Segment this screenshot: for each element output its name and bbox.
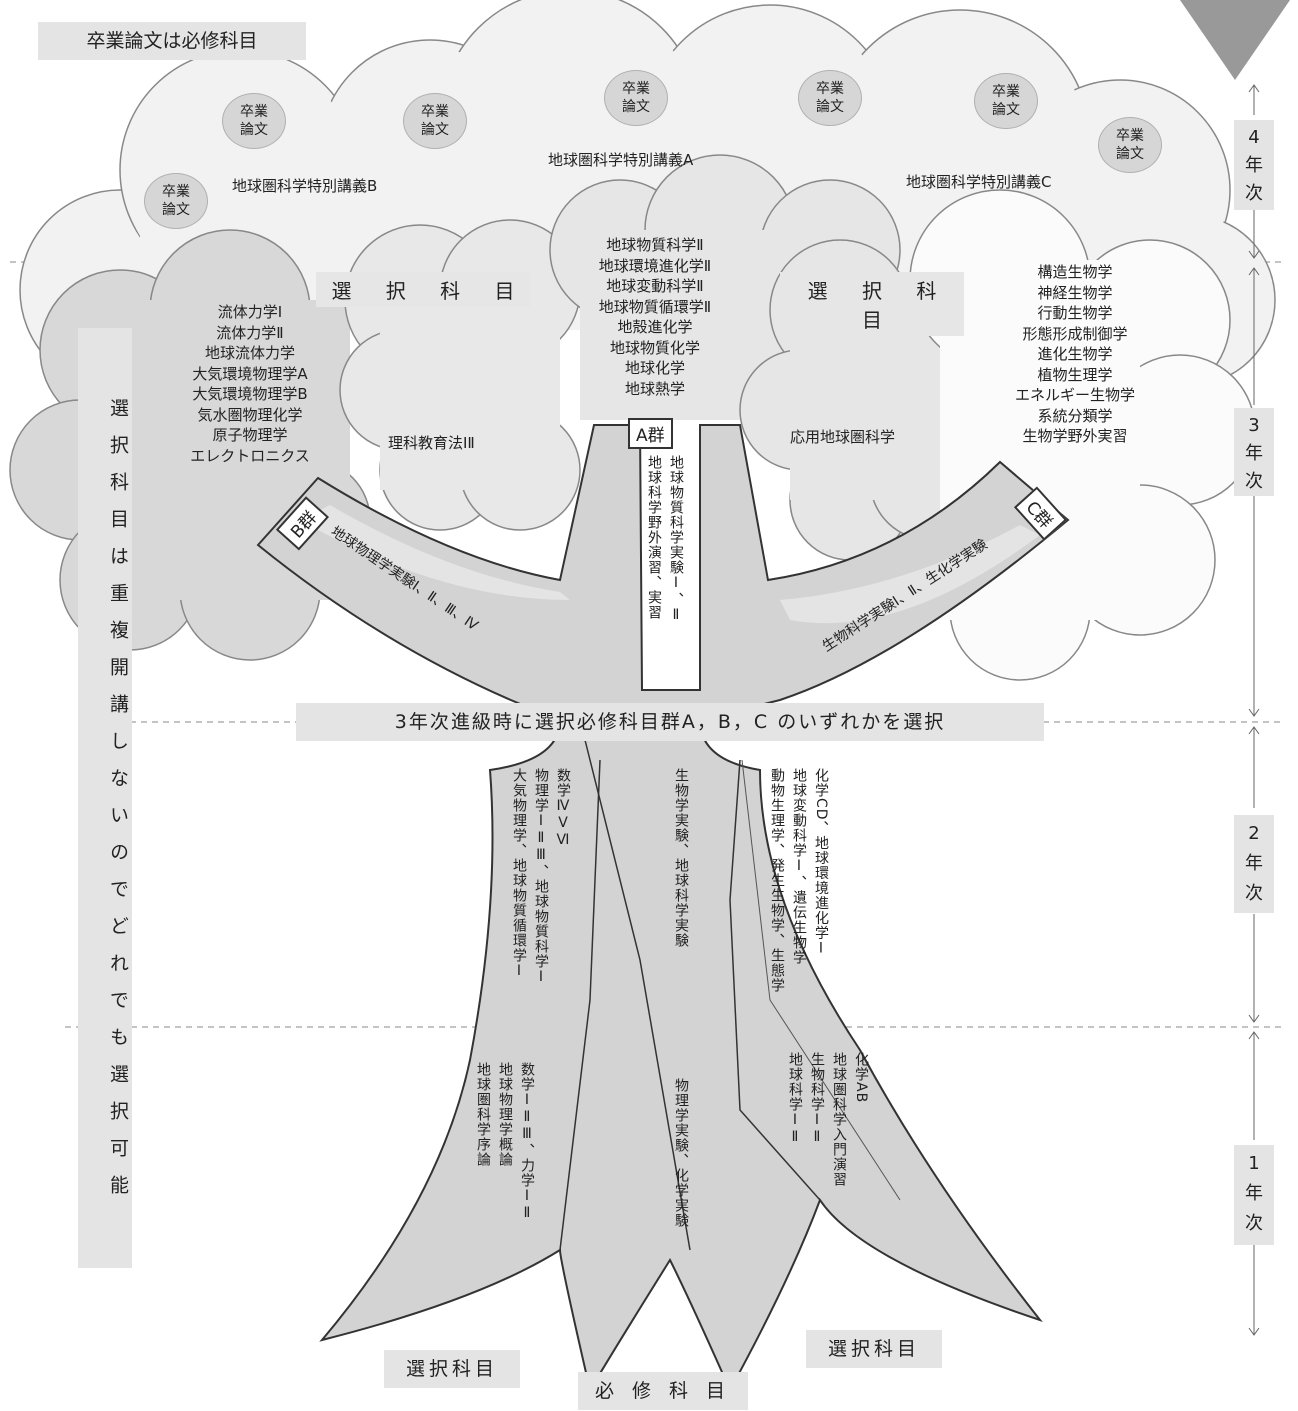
year-arrows [1248, 84, 1260, 1336]
group-b-elective-list: 流体力学Ⅰ 流体力学Ⅱ 地球流体力学 大気環境物理学A 大気環境物理学B 気水圏… [190, 303, 310, 465]
cloud-teaching-fill [380, 300, 560, 490]
triangle-marker [1180, 0, 1290, 80]
bottom-elective-right: 選択科目 [806, 1330, 942, 1368]
year2-elective-left: 数学ⅣⅤⅥ 物理学ⅠⅡⅢ、地球物質科学Ⅰ 大気物理学、地球物質循環学Ⅰ [511, 768, 571, 986]
year1-elective-left: 数学ⅠⅡⅢ、力学ⅠⅡ 地球物理学概論 地球圏科学序論 [475, 1062, 535, 1222]
year2-required: 生物学実験、地球科学実験 [673, 768, 689, 948]
bottom-elective-left: 選択科目 [384, 1350, 520, 1388]
thesis-node: 卒業論文 [144, 173, 208, 229]
bottom-required: 必 修 科 目 [578, 1372, 748, 1410]
thesis-node: 卒業論文 [798, 70, 862, 126]
thesis-node: 卒業論文 [222, 93, 286, 149]
year2-elective-right: 化学CD、地球環境進化学Ⅰ 地球変動科学Ⅰ、遺伝生物学 動物生理学、発生生物学、… [769, 768, 829, 993]
group-c-elective-list: 構造生物学 神経生物学 行動生物学 形態形成制御学 進化生物学 植物生理学 エネ… [1014, 263, 1135, 445]
cloud-applied-fill [790, 310, 940, 500]
branch-lanes [300, 505, 1040, 624]
elective-heading-right: 選 択 科 目 [780, 272, 964, 336]
thesis-node: 卒業論文 [1098, 117, 1162, 173]
teaching-method-course: 理科教育法ⅠⅡ [388, 434, 475, 452]
elective-heading-left: 選 択 科 目 [316, 272, 530, 307]
special-lecture-c: 地球圏科学特別講義C [906, 173, 1052, 191]
group-selection-banner: 3年次進級時に選択必修科目群A，B，C のいずれかを選択 [296, 703, 1044, 741]
year1-elective-right: 化学AB 地球圏科学入門演習 生物科学ⅠⅡ 地球科学ⅠⅡ [787, 1052, 869, 1187]
applied-geosphere-course: 応用地球圏科学 [790, 428, 896, 446]
elective-no-overlap-note: 選択科目は重複開講しないのでどれでも選択可能 [78, 328, 132, 1268]
group-a-branch-courses: 地球物質科学実験Ⅰ、Ⅱ 地球科学野外演習、実習 [646, 455, 684, 624]
group-a-label: A群 [628, 418, 673, 449]
thesis-node: 卒業論文 [974, 73, 1038, 129]
special-lecture-b: 地球圏科学特別講義B [232, 177, 378, 195]
year1-required: 物理学実験、化学実験 [673, 1078, 689, 1228]
group-a-elective-list: 地球物質科学Ⅱ 地球環境進化学Ⅱ 地球変動科学Ⅱ 地球物質循環学Ⅱ 地殻進化学 … [598, 236, 712, 398]
thesis-required-note: 卒業論文は必修科目 [38, 22, 306, 60]
thesis-node: 卒業論文 [604, 70, 668, 126]
special-lecture-a: 地球圏科学特別講義A [548, 151, 694, 169]
thesis-node: 卒業論文 [403, 93, 467, 149]
